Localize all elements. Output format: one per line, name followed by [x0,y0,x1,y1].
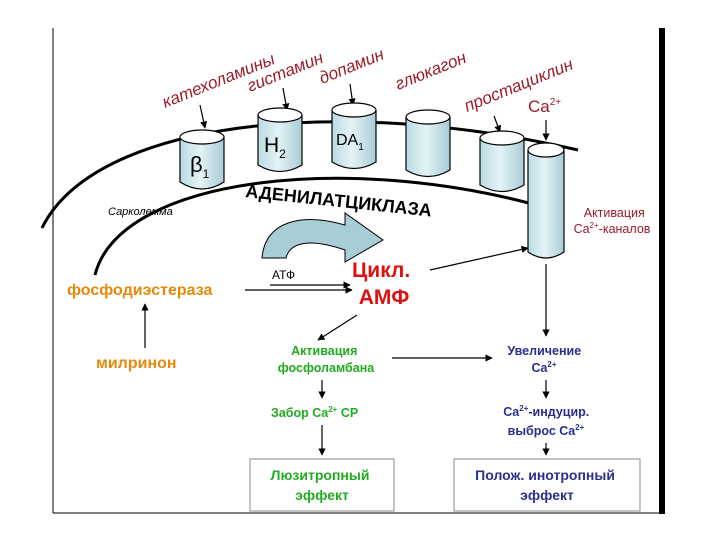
calcium-induced-release-label: Ca2+-индуцир. выброс Ca2+ [503,404,593,438]
adenylate-cyclase-label: АДЕНИЛАТЦИКЛАЗА [245,181,433,220]
sarcolemma-label: Сарколемма [108,206,173,218]
atp-label: АТФ [272,268,295,282]
sr-uptake-label: Забор Ca2+ СР [271,405,358,420]
calcium-channel-cylinder [527,142,565,259]
arrow-histamine [282,87,290,111]
inotropic-effect-label: Полож. инотропный эффект [475,467,619,503]
arrow-catecholamines [199,104,208,129]
arrow-camp-to-channel [429,245,529,271]
receptor-da1-label: DA1 [336,132,364,153]
calcium-label: Ca2+ [528,97,561,116]
receptor-beta1-label: β1 [190,152,210,181]
phospholamban-label: Активация фосфоламбана [278,344,375,375]
arrow-dopamine [348,83,356,106]
camp-label: Цикл. АМФ [352,259,416,309]
receptor-label-dopamine: допамин [316,44,387,87]
receptor-prostacyclin-cylinder [479,130,525,193]
receptor-da1-cylinder: DA1 [331,102,377,170]
frame-right-bar [659,28,665,514]
conversion-curved-arrow [261,212,384,263]
arrow-camp-to-phospholamban [317,314,358,341]
receptor-h2-label: H2 [264,134,286,161]
channel-activation-label: Активация Ca2+-каналов [574,206,651,236]
lusitropic-effect-box: Люзитропный эффект [249,458,395,512]
receptor-label-glucagon: глюкагон [392,48,469,94]
lusitropic-effect-label: Люзитропный эффект [271,467,374,503]
sarcolemma-inner-arc [93,176,561,276]
phosphodiesterase-label: фосфодиэстераза [67,282,212,299]
receptor-h2-cylinder: H2 [257,107,303,173]
receptor-beta1-cylinder: β1 [179,129,225,190]
receptor-glucagon-cylinder [405,109,451,178]
calcium-increase-label: Увеличение Ca2+ [507,344,584,375]
sarcolemma-outer-arc [40,120,579,229]
inotropic-effect-box: Полож. инотропный эффект [453,458,641,512]
milrinone-label: милринон [96,355,177,372]
arrow-prostacyclin [493,115,502,133]
